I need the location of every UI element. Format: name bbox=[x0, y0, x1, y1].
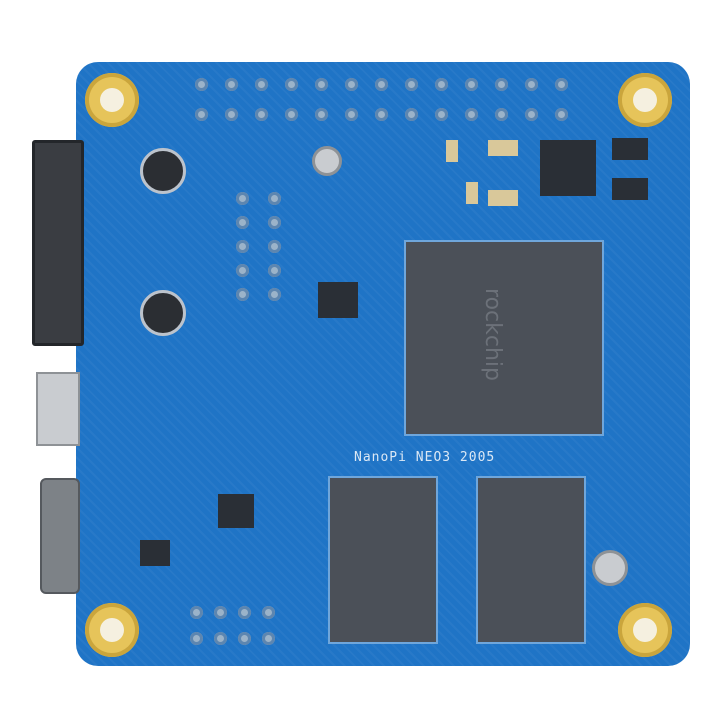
header-pin bbox=[238, 632, 251, 645]
header-pin bbox=[555, 108, 568, 121]
header-pin bbox=[555, 78, 568, 91]
usb-c-port bbox=[40, 478, 80, 594]
header-pin bbox=[236, 288, 249, 301]
header-pin bbox=[262, 606, 275, 619]
ram-chip bbox=[476, 476, 586, 644]
ic-chip bbox=[218, 494, 254, 528]
ic-chip bbox=[318, 282, 358, 318]
header-pin bbox=[495, 108, 508, 121]
button bbox=[592, 550, 628, 586]
ic-chip bbox=[140, 540, 170, 566]
header-pin bbox=[225, 108, 238, 121]
mounting-hole bbox=[85, 603, 139, 657]
header-pin bbox=[190, 606, 203, 619]
header-pin bbox=[285, 108, 298, 121]
header-pin bbox=[268, 288, 281, 301]
micro-usb-port bbox=[36, 372, 80, 446]
mounting-hole bbox=[618, 73, 672, 127]
header-pin bbox=[315, 78, 328, 91]
mounting-hole bbox=[85, 73, 139, 127]
board-label: NanoPi NEO3 2005 bbox=[354, 450, 496, 465]
header-pin bbox=[268, 192, 281, 205]
header-pin bbox=[262, 632, 275, 645]
header-pin bbox=[435, 108, 448, 121]
mounting-hole bbox=[618, 603, 672, 657]
soc-logo: rockchip bbox=[479, 288, 505, 381]
header-pin bbox=[465, 108, 478, 121]
header-pin bbox=[255, 78, 268, 91]
header-pin bbox=[405, 78, 418, 91]
test-pad bbox=[312, 146, 342, 176]
header-pin bbox=[190, 632, 203, 645]
inductor bbox=[612, 178, 648, 200]
header-pin bbox=[345, 78, 358, 91]
header-pin bbox=[236, 216, 249, 229]
header-pin bbox=[268, 264, 281, 277]
header-pin bbox=[195, 78, 208, 91]
header-pin bbox=[315, 108, 328, 121]
header-pin bbox=[345, 108, 358, 121]
header-pin bbox=[214, 632, 227, 645]
capacitor bbox=[488, 140, 518, 156]
capacitor bbox=[446, 140, 458, 162]
header-pin bbox=[225, 78, 238, 91]
capacitor bbox=[488, 190, 518, 206]
capacitor bbox=[466, 182, 478, 204]
header-pin bbox=[268, 216, 281, 229]
ic-chip bbox=[540, 140, 596, 196]
header-pin bbox=[236, 192, 249, 205]
soc-chip: rockchip bbox=[404, 240, 604, 436]
header-pin bbox=[195, 108, 208, 121]
header-pin bbox=[465, 78, 478, 91]
header-pin bbox=[214, 606, 227, 619]
header-pin bbox=[435, 78, 448, 91]
header-pin bbox=[375, 78, 388, 91]
header-pin bbox=[268, 240, 281, 253]
header-pin bbox=[495, 78, 508, 91]
usb-a-port bbox=[32, 140, 84, 346]
header-pin bbox=[285, 78, 298, 91]
ram-chip bbox=[328, 476, 438, 644]
header-pin bbox=[236, 264, 249, 277]
crystal bbox=[140, 290, 186, 336]
header-pin bbox=[525, 108, 538, 121]
header-pin bbox=[238, 606, 251, 619]
header-pin bbox=[375, 108, 388, 121]
header-pin bbox=[405, 108, 418, 121]
header-pin bbox=[255, 108, 268, 121]
header-pin bbox=[525, 78, 538, 91]
inductor bbox=[612, 138, 648, 160]
header-pin bbox=[236, 240, 249, 253]
crystal bbox=[140, 148, 186, 194]
